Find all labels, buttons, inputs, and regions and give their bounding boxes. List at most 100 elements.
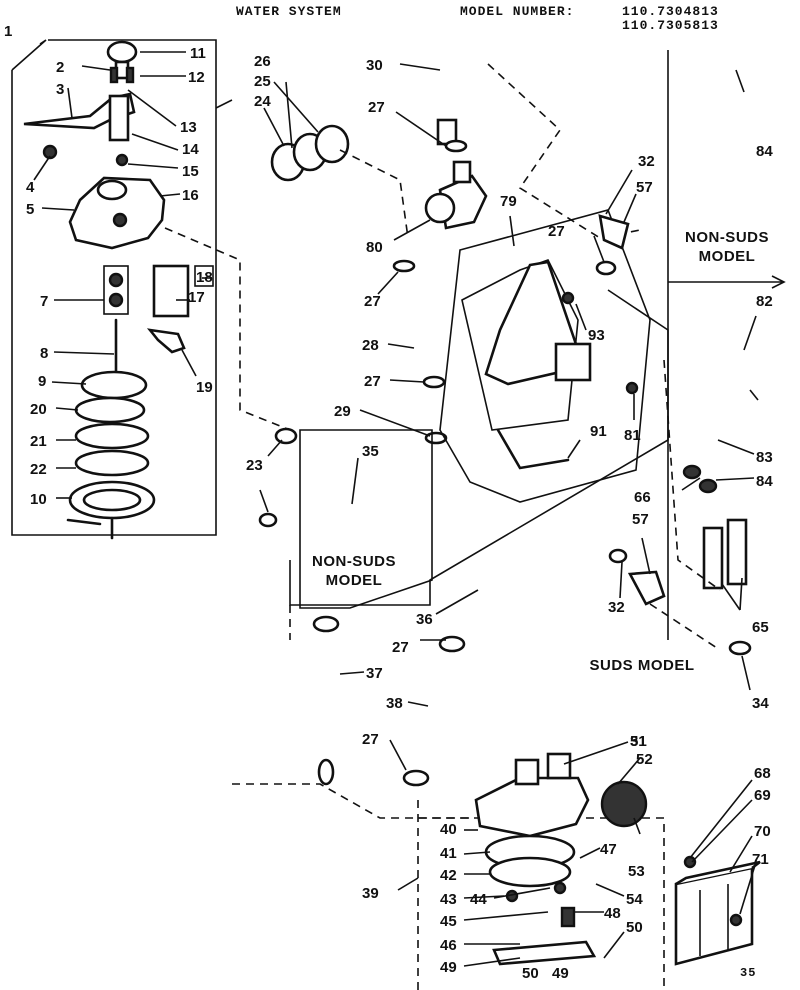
model-number-label: MODEL NUMBER: <box>460 4 575 19</box>
callout-83: 83 <box>756 449 773 466</box>
callout-25: 25 <box>254 73 271 90</box>
non-suds-label-upper: NON-SUDS MODEL <box>684 229 769 265</box>
callout-82: 82 <box>756 293 773 310</box>
callout-41: 41 <box>440 845 457 862</box>
connection-line-assembly <box>164 227 291 431</box>
callout-29: 29 <box>334 403 351 420</box>
left-assembly-panel <box>11 39 217 540</box>
mounting-bracket <box>674 855 761 966</box>
callout-36: 36 <box>416 611 433 628</box>
callout-22: 22 <box>30 461 47 478</box>
callout-50b: 50 <box>626 919 643 936</box>
callout-68: 68 <box>754 765 771 782</box>
connection-line-right <box>649 359 721 651</box>
callout-49a: 49 <box>440 959 457 976</box>
callout-40: 40 <box>440 821 457 838</box>
callout-10: 10 <box>30 491 47 508</box>
callout-14: 14 <box>182 141 199 158</box>
callout-31: 31 <box>630 733 647 750</box>
upper-hoses <box>270 40 491 445</box>
callout-30: 30 <box>366 57 383 74</box>
callout-27d: 27 <box>364 373 381 390</box>
callout-84b: 84 <box>756 473 773 490</box>
callout-70: 70 <box>754 823 771 840</box>
callout-numbers: 1 2 3 4 5 7 8 9 10 11 12 13 14 15 16 17 … <box>4 23 773 982</box>
callout-47: 47 <box>600 841 617 858</box>
callout-18: 18 <box>196 269 213 286</box>
callout-52: 52 <box>636 751 653 768</box>
callout-32a: 32 <box>638 153 655 170</box>
callout-27e: 27 <box>392 639 409 656</box>
callout-54: 54 <box>626 891 643 908</box>
callout-57a: 57 <box>636 179 653 196</box>
callout-57b: 57 <box>632 511 649 528</box>
callout-49b: 49 <box>552 965 569 982</box>
non-suds-label-middle: NON-SUDS MODEL <box>311 553 396 589</box>
callout-79: 79 <box>500 193 517 210</box>
callout-1: 1 <box>4 23 12 40</box>
callout-9: 9 <box>38 373 46 390</box>
callout-66: 66 <box>634 489 651 506</box>
callout-34: 34 <box>752 695 769 712</box>
connection-line-pump <box>232 783 470 819</box>
callout-11: 11 <box>190 45 206 62</box>
callout-80: 80 <box>366 239 383 256</box>
filter-valve-assembly <box>23 40 214 540</box>
callout-84a: 84 <box>756 143 773 160</box>
callout-8: 8 <box>40 345 48 362</box>
callout-17: 17 <box>188 289 205 306</box>
callout-53: 53 <box>628 863 645 880</box>
callout-19: 19 <box>196 379 213 396</box>
non-suds-arrow <box>668 275 786 289</box>
callout-46: 46 <box>440 937 457 954</box>
callout-2: 2 <box>56 59 64 76</box>
model-number-1: 110.7304813 <box>622 4 719 19</box>
callout-13: 13 <box>180 119 197 136</box>
callout-5: 5 <box>26 201 34 218</box>
model-number-2: 110.7305813 <box>622 18 719 33</box>
suds-model-label: SUDS MODEL <box>589 657 695 674</box>
callout-71: 71 <box>752 851 769 868</box>
non-suds-box <box>299 429 433 609</box>
callout-91: 91 <box>590 423 607 440</box>
callout-50a: 50 <box>522 965 539 982</box>
callout-26: 26 <box>254 53 271 70</box>
callout-16: 16 <box>182 187 199 204</box>
callout-21: 21 <box>30 433 47 450</box>
callout-12: 12 <box>188 69 205 86</box>
callout-3: 3 <box>56 81 64 98</box>
callout-38: 38 <box>386 695 403 712</box>
callout-28: 28 <box>362 337 379 354</box>
boot-assembly <box>439 209 651 503</box>
callout-43: 43 <box>440 891 457 908</box>
callout-24: 24 <box>254 93 271 110</box>
drain-hoses <box>258 427 628 787</box>
callout-27b: 27 <box>548 223 565 240</box>
callout-39: 39 <box>362 885 379 902</box>
callout-27f: 27 <box>362 731 379 748</box>
callout-20: 20 <box>30 401 47 418</box>
callout-37: 37 <box>366 665 383 682</box>
callout-65: 65 <box>752 619 769 636</box>
callout-32b: 32 <box>608 599 625 616</box>
callout-27c: 27 <box>364 293 381 310</box>
callout-81: 81 <box>624 427 641 444</box>
callout-45: 45 <box>440 913 457 930</box>
leader-lines <box>33 51 759 967</box>
connection-line-siphon <box>339 149 409 239</box>
callout-93: 93 <box>588 327 605 344</box>
callout-44: 44 <box>470 891 487 908</box>
callout-23: 23 <box>246 457 263 474</box>
callout-4: 4 <box>26 179 35 196</box>
connection-line-fill <box>487 63 641 239</box>
callout-15: 15 <box>182 163 199 180</box>
right-hoses <box>595 53 760 656</box>
callout-42: 42 <box>440 867 457 884</box>
page-reference: 35 <box>740 966 757 980</box>
callout-7: 7 <box>40 293 48 310</box>
callout-48: 48 <box>604 905 621 922</box>
callout-35: 35 <box>362 443 379 460</box>
callout-51: 51 <box>630 733 647 750</box>
callout-27a: 27 <box>368 99 385 116</box>
